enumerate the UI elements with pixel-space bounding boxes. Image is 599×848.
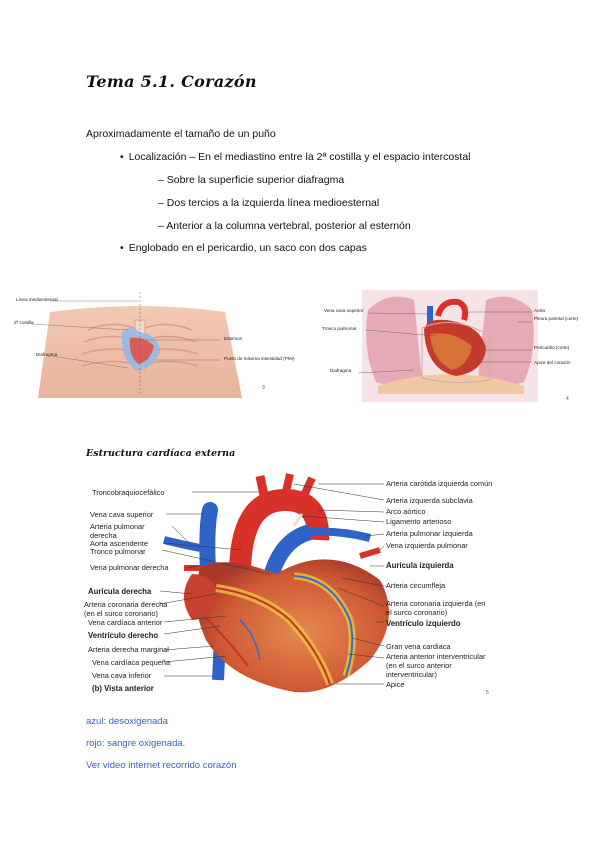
torso-illustration: [31, 292, 242, 398]
label-apice-corazon-fig2: Apice del corazón: [534, 360, 571, 365]
subpoint-1: Sobre la superficie superior diafragma: [158, 174, 344, 186]
label-diafragma-fig2: Diafragma: [330, 368, 352, 373]
page-title: Tema 5.1. Corazón: [86, 72, 257, 91]
label-vena-izquierda-pulmonar: Vena izquierda pulmonar: [386, 541, 468, 550]
label-arteria-pulmonar-izquierda: Arteria pulmonar izquierda: [386, 529, 473, 538]
bullet-localizacion: Localización – En el mediastino entre la…: [120, 151, 471, 163]
label-vena-cardiaca-anterior: Vena cardíaca anterior: [88, 618, 163, 627]
heart-illustration: [159, 473, 389, 693]
figure-heart: Troncobraquiocefálico Vena cava superior…: [80, 470, 500, 702]
label-tronco-pulmonar: Tronco pulmonar: [90, 547, 146, 556]
label-linea-medioesternal: Línea medioesternal: [16, 297, 58, 302]
label-pleura-parietal: Pleura parietal (corte): [534, 316, 579, 321]
figure1-page-number: 3: [262, 385, 265, 391]
label-auricula-derecha: Aurícula derecha: [88, 587, 152, 596]
label-ligamento-arterioso: Ligamento arterioso: [386, 517, 452, 526]
figure-pericardio: Vena cava superior Tronco pulmonar Diafr…: [318, 290, 588, 408]
figure-torso: Línea medioesternal 2ª costilla Diafragm…: [10, 290, 300, 398]
pericardio-illustration: [357, 290, 538, 402]
label-vena-cardiaca-pequena: Vena cardíaca pequeña: [92, 658, 171, 667]
label-aorta-fig2: Aorta: [534, 308, 545, 313]
label-2-costilla: 2ª costilla: [14, 320, 34, 325]
label-arteria-coronaria-derecha: Arteria coronaria derecha (en el surco c…: [84, 600, 168, 618]
note-rojo: rojo: sangre oxigenada.: [86, 738, 186, 749]
label-pericardio-corte: Pericardio (corte): [534, 345, 570, 350]
intro-text: Aproximadamente el tamaño de un puño: [86, 128, 276, 140]
label-vena-cava-inferior: Vena cava inferior: [92, 671, 152, 680]
label-arteria-derecha-marginal: Arteria derecha marginal: [88, 645, 169, 654]
bullet-pericardio: Englobado en el pericardio, un saco con …: [120, 242, 367, 254]
label-gran-vena-cardiaca: Gran vena cardiaca: [386, 642, 451, 651]
label-pmi: Punto de máxima intensidad (PMI): [224, 356, 295, 361]
label-vista-anterior: (b) Vista anterior: [92, 684, 154, 693]
figure2-page-number: 4: [566, 396, 569, 402]
label-auricula-izquierda: Aurícula izquierda: [386, 561, 454, 570]
label-ventriculo-derecho: Ventrículo derecho: [88, 631, 159, 640]
note-azul: azul: desoxigenada: [86, 716, 168, 727]
label-arteria-circumfleja: Arteria circumfleja: [386, 581, 446, 590]
figure3-page-number: 5: [486, 690, 489, 696]
label-esternon: Esternon: [224, 336, 243, 341]
label-arteria-anterior-interventricular: Arteria anterior interventricular (en el…: [386, 652, 486, 679]
label-arco-aortico: Arco aórtico: [386, 507, 426, 516]
label-arteria-coronaria-izquierda: Arteria coronaria izquierda (en el surco…: [386, 599, 486, 617]
label-aorta-ascendente: Aorta ascendente: [90, 539, 148, 548]
label-tronco-pulmonar-fig2: Tronco pulmonar: [322, 326, 357, 331]
label-apice: Apice: [386, 680, 405, 689]
label-arteria-carotida-izquierda: Arteria carótida izquierda común: [386, 479, 493, 488]
label-ventriculo-izquierdo: Ventrículo izquierdo: [386, 619, 461, 628]
section-title: Estructura cardíaca externa: [86, 448, 236, 459]
label-vena-cava-superior-fig2: Vena cava superior: [324, 308, 364, 313]
label-vena-cava-superior: Vena cava superior: [90, 510, 154, 519]
subpoint-2: Dos tercios a la izquierda línea medioes…: [158, 197, 379, 209]
label-troncobraquiocefalico: Troncobraquiocefálico: [92, 488, 165, 497]
label-arteria-pulmonar-derecha: Arteria pulmonar derecha: [90, 522, 145, 540]
label-diafragma: Diafragma: [36, 352, 58, 357]
subpoint-3: Anterior a la columna vertebral, posteri…: [158, 220, 411, 232]
label-vena-pulmonar-derecha: Vena pulmonar derecha: [90, 563, 169, 572]
note-video: Ver video internet recorrido corazón: [86, 760, 237, 771]
label-arteria-izquierda-subclavia: Arteria izquierda subclavia: [386, 496, 473, 505]
